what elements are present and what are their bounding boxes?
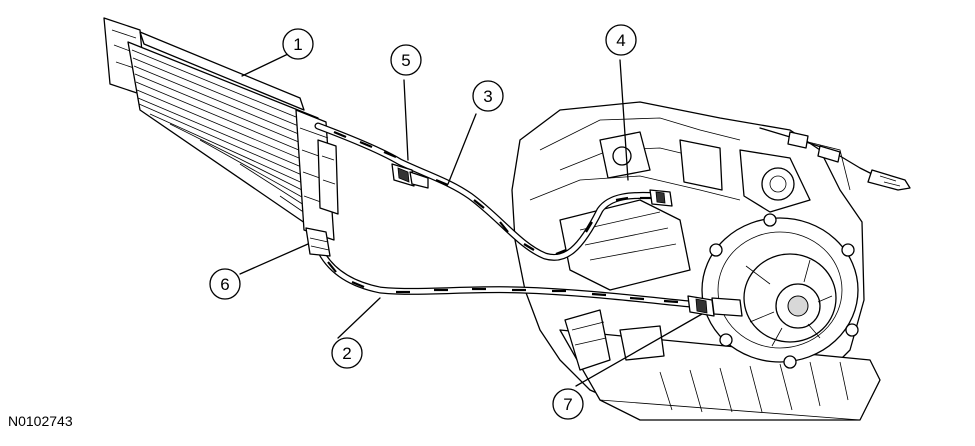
callout-4: 4 (605, 24, 637, 56)
transmission-assembly (511, 101, 911, 421)
leader-lines (239, 53, 703, 387)
callout-label-7: 7 (563, 395, 572, 414)
callout-5: 5 (390, 44, 422, 76)
return-tube (316, 246, 694, 308)
callout-label-2: 2 (342, 344, 351, 363)
callout-label-5: 5 (401, 51, 410, 70)
callout-label-4: 4 (616, 31, 625, 50)
fitting-6 (305, 227, 331, 257)
figure-id: N0102743 (8, 413, 73, 429)
callout-7: 7 (552, 388, 584, 420)
fitting-5 (391, 163, 429, 189)
callout-label-1: 1 (293, 35, 302, 54)
callout-6: 6 (209, 268, 241, 300)
callout-1: 1 (282, 28, 314, 60)
oil-cooler (103, 17, 339, 241)
supply-tube (314, 122, 664, 261)
callout-label-6: 6 (220, 275, 229, 294)
callout-2: 2 (331, 337, 363, 369)
callout-3: 3 (472, 80, 504, 112)
callout-label-3: 3 (483, 87, 492, 106)
fitting-4 (649, 189, 673, 207)
fitting-7 (687, 295, 743, 317)
